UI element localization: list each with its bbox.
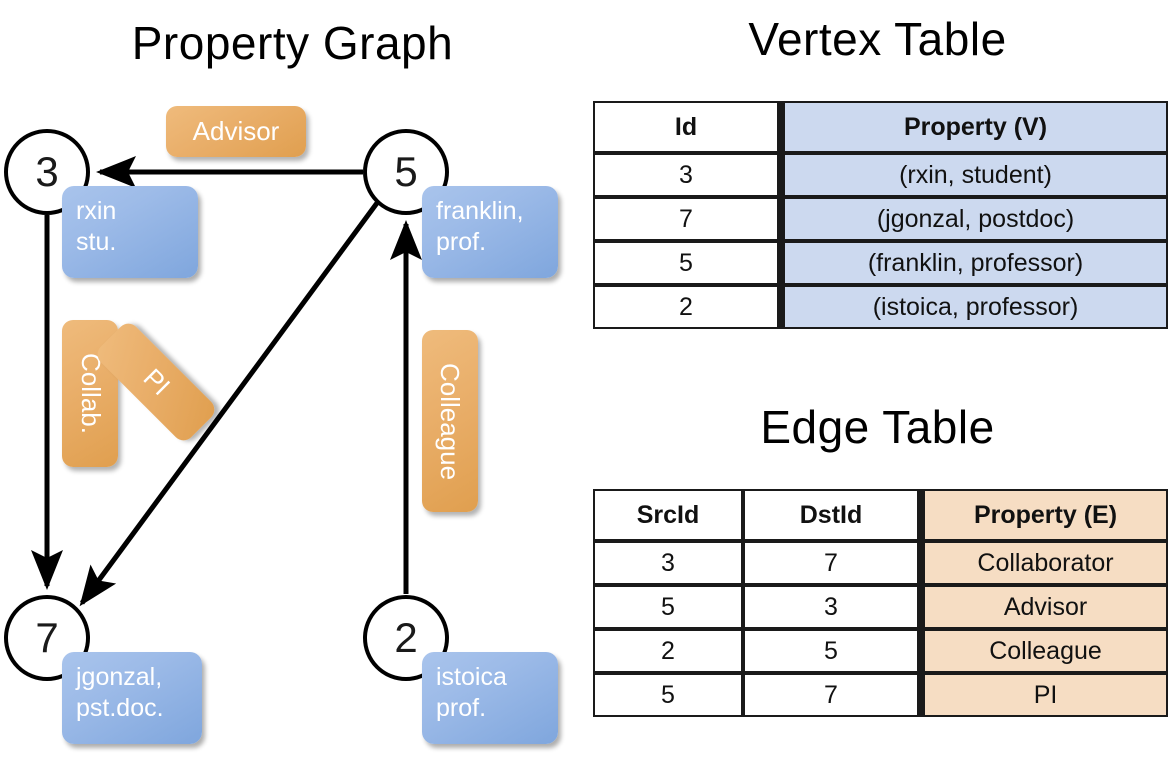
vertex-node-5[interactable]: 5 [363,129,449,215]
table-row: 5 7 PI [593,673,1168,717]
vertex-table-cell-property: (franklin, professor) [783,241,1168,285]
vertex-property-box-7: jgonzal, pst.doc. [62,652,202,744]
vertex-node-7-label: 7 [35,614,59,661]
table-row: 2 5 Colleague [593,629,1168,673]
vertex-node-3-label: 3 [35,148,59,195]
edge-table-header-srcid: SrcId [593,489,743,541]
edge-table-column-gap [919,629,923,673]
vertex-property-box-7-line1: jgonzal, [76,663,163,691]
vertex-property-box-2: istoica prof. [422,652,558,744]
edge-table-cell-property: PI [923,673,1168,717]
edge-table-cell-property: Advisor [923,585,1168,629]
edge-label-collab-text: Collab. [75,353,106,434]
edge-table-column-gap [919,673,923,717]
vertex-table-column-gap [779,101,783,153]
vertex-table-cell-id: 2 [593,285,779,329]
vertex-node-5-label: 5 [394,148,418,195]
vertex-property-box-5: franklin, prof. [422,186,558,278]
vertex-table-column-gap [779,153,783,197]
vertex-property-box-2-line2: prof. [436,693,487,722]
vertex-table-cell-property: (jgonzal, postdoc) [783,197,1168,241]
vertex-table-header-id: Id [593,101,779,153]
vertex-table-header-property: Property (V) [783,101,1168,153]
edge-table-cell-srcid: 2 [593,629,743,673]
table-row: 5 (franklin, professor) [593,241,1168,285]
vertex-table-cell-id: 7 [593,197,779,241]
edge-label-colleague-text: Colleague [435,362,466,480]
vertex-property-box-3: rxin stu. [62,186,198,278]
vertex-table-column-gap [779,241,783,285]
edge-table-header-row: SrcId DstId Property (E) [593,489,1168,541]
edge-table-cell-dstid: 5 [743,629,919,673]
vertex-property-box-5-line1: franklin, [436,197,524,225]
property-graph-panel: Property Graph 3 5 7 2 rxin stu. frankli… [4,17,558,744]
edge-table-cell-dstid: 7 [743,541,919,585]
edge-table-header-property: Property (E) [923,489,1168,541]
vertex-property-box-2-line1: istoica [436,663,507,691]
table-row: 3 (rxin, student) [593,153,1168,197]
vertex-table-cell-id: 3 [593,153,779,197]
edge-table-cell-property: Collaborator [923,541,1168,585]
vertex-property-box-3-line2: stu. [76,227,117,256]
page-title-vertex-table: Vertex Table [748,13,1007,65]
vertex-table-cell-id: 5 [593,241,779,285]
edge-label-colleague: Colleague [422,330,478,512]
vertex-property-box-5-line2: prof. [436,227,487,256]
table-row: 3 7 Collaborator [593,541,1168,585]
table-row: 5 3 Advisor [593,585,1168,629]
vertex-table-column-gap [779,285,783,329]
edge-table-cell-dstid: 3 [743,585,919,629]
vertex-table-cell-property: (rxin, student) [783,153,1168,197]
edge-table-header-dstid: DstId [743,489,919,541]
edge-table-cell-srcid: 5 [593,585,743,629]
vertex-table-header-row: Id Property (V) [593,101,1168,153]
edge-label-advisor: Advisor [166,106,306,157]
page-title-property-graph: Property Graph [131,17,454,69]
vertex-property-box-7-line2: pst.doc. [76,693,164,722]
vertex-property-box-3-line1: rxin [76,197,117,225]
page-title-edge-table: Edge Table [760,401,995,453]
edge-label-advisor-text: Advisor [192,116,280,146]
vertex-node-2-label: 2 [394,614,418,661]
edge-line-5-to-7 [79,201,380,607]
edge-table: SrcId DstId Property (E) 3 7 Collaborato… [593,489,1168,717]
edge-table-cell-srcid: 3 [593,541,743,585]
vertex-node-2[interactable]: 2 [363,595,449,681]
edge-table-column-gap [919,585,923,629]
edge-table-cell-srcid: 5 [593,673,743,717]
edge-table-column-gap [919,489,923,541]
vertex-table-column-gap [779,197,783,241]
edge-table-cell-property: Colleague [923,629,1168,673]
table-row: 2 (istoica, professor) [593,285,1168,329]
edge-table-cell-dstid: 7 [743,673,919,717]
edge-table-column-gap [919,541,923,585]
vertex-table-cell-property: (istoica, professor) [783,285,1168,329]
vertex-table: Id Property (V) 3 (rxin, student) 7 (jgo… [593,101,1168,329]
edge-label-pi-text: PI [137,362,176,401]
graph-edges-svg [31,156,422,607]
table-row: 7 (jgonzal, postdoc) [593,197,1168,241]
